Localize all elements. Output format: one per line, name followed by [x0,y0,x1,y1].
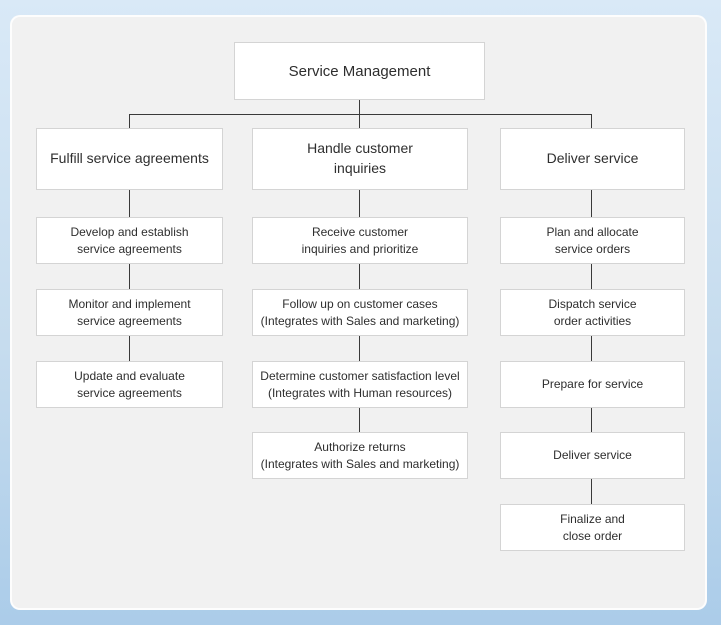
node-prepare-for-service[interactable]: Prepare for service [500,361,685,408]
node-determine-customer-satisfaction-level[interactable]: Determine customer satisfaction level (I… [252,361,468,408]
connector-col1-seg2 [129,264,130,289]
node-update-and-evaluate-service-agreements[interactable]: Update and evaluate service agreements [36,361,223,408]
connector-col1-seg1 [129,190,130,217]
connector-col1-seg3 [129,336,130,361]
node-follow-up-on-customer-cases[interactable]: Follow up on customer cases (Integrates … [252,289,468,336]
connector-col3-seg1 [591,190,592,217]
node-service-management[interactable]: Service Management [234,42,485,100]
node-fulfill-service-agreements[interactable]: Fulfill service agreements [36,128,223,190]
connector-col2-seg4 [359,408,360,432]
node-plan-and-allocate-service-orders[interactable]: Plan and allocate service orders [500,217,685,264]
connector-col2-seg1 [359,190,360,217]
connector-col2-seg3 [359,336,360,361]
connector-col3-seg2 [591,264,592,289]
connector-col3-seg5 [591,479,592,504]
node-monitor-and-implement-service-agreements[interactable]: Monitor and implement service agreements [36,289,223,336]
connector-branch-horizontal [129,114,592,115]
node-dispatch-service-order-activities[interactable]: Dispatch service order activities [500,289,685,336]
node-receive-customer-inquiries-and-prioritize[interactable]: Receive customer inquiries and prioritiz… [252,217,468,264]
connector-col3-seg3 [591,336,592,361]
connector-col3-seg4 [591,408,592,432]
node-finalize-and-close-order[interactable]: Finalize and close order [500,504,685,551]
node-authorize-returns[interactable]: Authorize returns (Integrates with Sales… [252,432,468,479]
connector-col2-seg2 [359,264,360,289]
node-develop-and-establish-service-agreements[interactable]: Develop and establish service agreements [36,217,223,264]
node-deliver-service-header[interactable]: Deliver service [500,128,685,190]
connector-stub-col3 [591,114,592,128]
connector-stub-col1 [129,114,130,128]
node-deliver-service[interactable]: Deliver service [500,432,685,479]
node-handle-customer-inquiries[interactable]: Handle customer inquiries [252,128,468,190]
